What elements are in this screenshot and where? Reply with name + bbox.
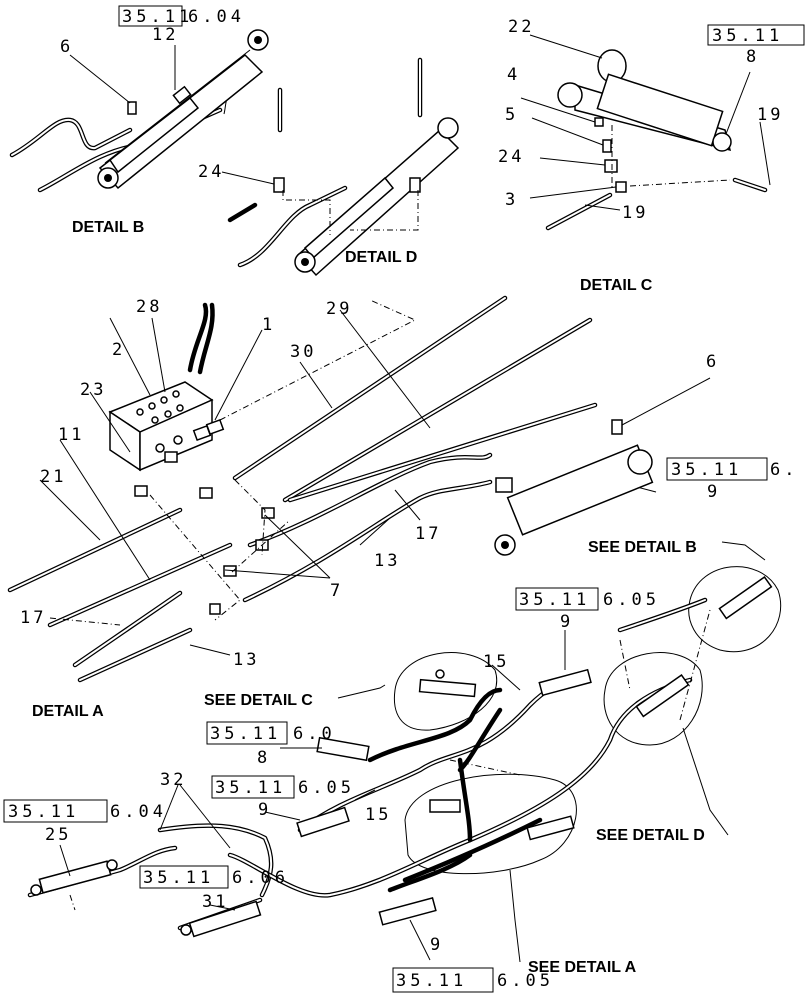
callout-6: 6 bbox=[60, 37, 73, 57]
callout-13: 13 bbox=[233, 650, 259, 670]
cylinder-detail-b bbox=[97, 29, 269, 190]
cylinder-9-detail-a bbox=[494, 444, 654, 556]
callout-21: 21 bbox=[40, 467, 66, 487]
ref-35-11: 35.11 bbox=[519, 590, 590, 610]
callout-9: 9 bbox=[560, 612, 573, 632]
ref-6-05: 6.05 bbox=[298, 778, 355, 798]
callout-25: 25 bbox=[45, 825, 71, 845]
detail-d-title: DETAIL D bbox=[345, 249, 417, 266]
valve-block-overview bbox=[429, 799, 461, 813]
ref-6-05: 6.05 bbox=[603, 590, 660, 610]
callout-2: 2 bbox=[112, 340, 125, 360]
bubble-detail-c bbox=[393, 652, 498, 731]
callout-8: 8 bbox=[746, 47, 759, 67]
see-detail-d: SEE DETAIL D bbox=[596, 827, 705, 844]
callout-19: 19 bbox=[757, 105, 783, 125]
callout-8: 8 bbox=[257, 748, 270, 768]
cylinder-8-overview bbox=[316, 736, 370, 762]
callout-17: 17 bbox=[20, 608, 46, 628]
ref-6-0: 6.0 bbox=[293, 724, 336, 744]
detail-d: 24 DETAIL D bbox=[198, 57, 460, 277]
cylinder-detail-b-overview bbox=[718, 575, 773, 620]
detail-b: 6 12 35.11 6.04 DETAIL B bbox=[9, 5, 269, 236]
detail-c-title: DETAIL C bbox=[580, 277, 653, 294]
see-detail-b: SEE DETAIL B bbox=[588, 539, 697, 556]
ref-6-dot: 6. bbox=[770, 460, 798, 480]
bubble-detail-a bbox=[404, 773, 577, 875]
callout-22: 22 bbox=[508, 17, 534, 37]
callout-17: 17 bbox=[415, 524, 441, 544]
overview: SEE DETAIL B SEE DETAIL C SEE DETAIL D S… bbox=[3, 539, 782, 993]
detail-a-title: DETAIL A bbox=[32, 703, 104, 720]
callout-4: 4 bbox=[507, 65, 520, 85]
callout-7: 7 bbox=[330, 581, 343, 601]
ref-6-06: 6.06 bbox=[232, 868, 289, 888]
ref-35-11: 35.11 bbox=[143, 868, 214, 888]
see-detail-a: SEE DETAIL A bbox=[528, 959, 637, 976]
callout-31: 31 bbox=[202, 892, 228, 912]
callout-9: 9 bbox=[430, 935, 443, 955]
callout-28: 28 bbox=[136, 297, 162, 317]
cylinder-detail-d bbox=[294, 117, 460, 277]
cylinder-31 bbox=[180, 900, 262, 938]
callout-13: 13 bbox=[374, 551, 400, 571]
ref-35-11: 35.11 bbox=[215, 778, 286, 798]
detail-c: 22 4 5 24 3 19 19 8 35.11 DETAIL C bbox=[498, 17, 805, 294]
cylinder-9-overview-a bbox=[296, 806, 350, 838]
valve-block-28 bbox=[108, 381, 214, 472]
cylinder-detail-c-overview bbox=[418, 669, 477, 698]
ref-35-11: 35.11 bbox=[396, 971, 467, 991]
ref-6-05: 6.05 bbox=[497, 971, 554, 991]
callout-15: 15 bbox=[365, 805, 391, 825]
callout-5: 5 bbox=[505, 105, 518, 125]
callout-29: 29 bbox=[326, 299, 352, 319]
cylinder-detail-d-overview bbox=[635, 673, 690, 718]
ref-35-11: 35.11 bbox=[712, 26, 783, 46]
fitting-24 bbox=[273, 177, 285, 193]
ref-35-11: 35.11 bbox=[671, 460, 742, 480]
cylinder-detail-c bbox=[557, 73, 732, 152]
callout-1: 1 bbox=[262, 315, 275, 335]
callout-24: 24 bbox=[198, 162, 224, 182]
ref-35-11: 35.11 bbox=[210, 724, 281, 744]
callout-15: 15 bbox=[483, 652, 509, 672]
cylinder-9-overview-bottom bbox=[378, 897, 437, 926]
callout-24: 24 bbox=[498, 147, 524, 167]
callout-30: 30 bbox=[290, 342, 316, 362]
bubble-detail-b bbox=[688, 566, 782, 653]
detail-a: 28 1 2 30 29 23 11 21 17 13 7 17 13 6 9 … bbox=[7, 295, 798, 720]
callout-23: 23 bbox=[80, 380, 106, 400]
cylinder-25 bbox=[30, 859, 118, 896]
cylinder-detail-a-overview bbox=[526, 815, 575, 841]
see-detail-c: SEE DETAIL C bbox=[204, 692, 313, 709]
ref-6-04: 6.04 bbox=[110, 802, 167, 822]
ref-box bbox=[118, 5, 183, 27]
ref-6-04: 6.04 bbox=[188, 7, 245, 27]
callout-6: 6 bbox=[706, 352, 719, 372]
callout-19: 19 bbox=[622, 203, 648, 223]
callout-3: 3 bbox=[505, 190, 518, 210]
callout-11: 11 bbox=[58, 425, 84, 445]
ref-35-11: 35.11 bbox=[8, 802, 79, 822]
detail-b-title: DETAIL B bbox=[72, 219, 144, 236]
fitting-6-detail-b bbox=[127, 101, 137, 115]
ref-35-11: 35.11 bbox=[122, 7, 193, 27]
cylinder-9-overview-top bbox=[538, 668, 592, 697]
callout-9: 9 bbox=[258, 800, 271, 820]
callout-9: 9 bbox=[707, 482, 720, 502]
callout-12: 12 bbox=[152, 25, 178, 45]
callout-32: 32 bbox=[160, 770, 186, 790]
